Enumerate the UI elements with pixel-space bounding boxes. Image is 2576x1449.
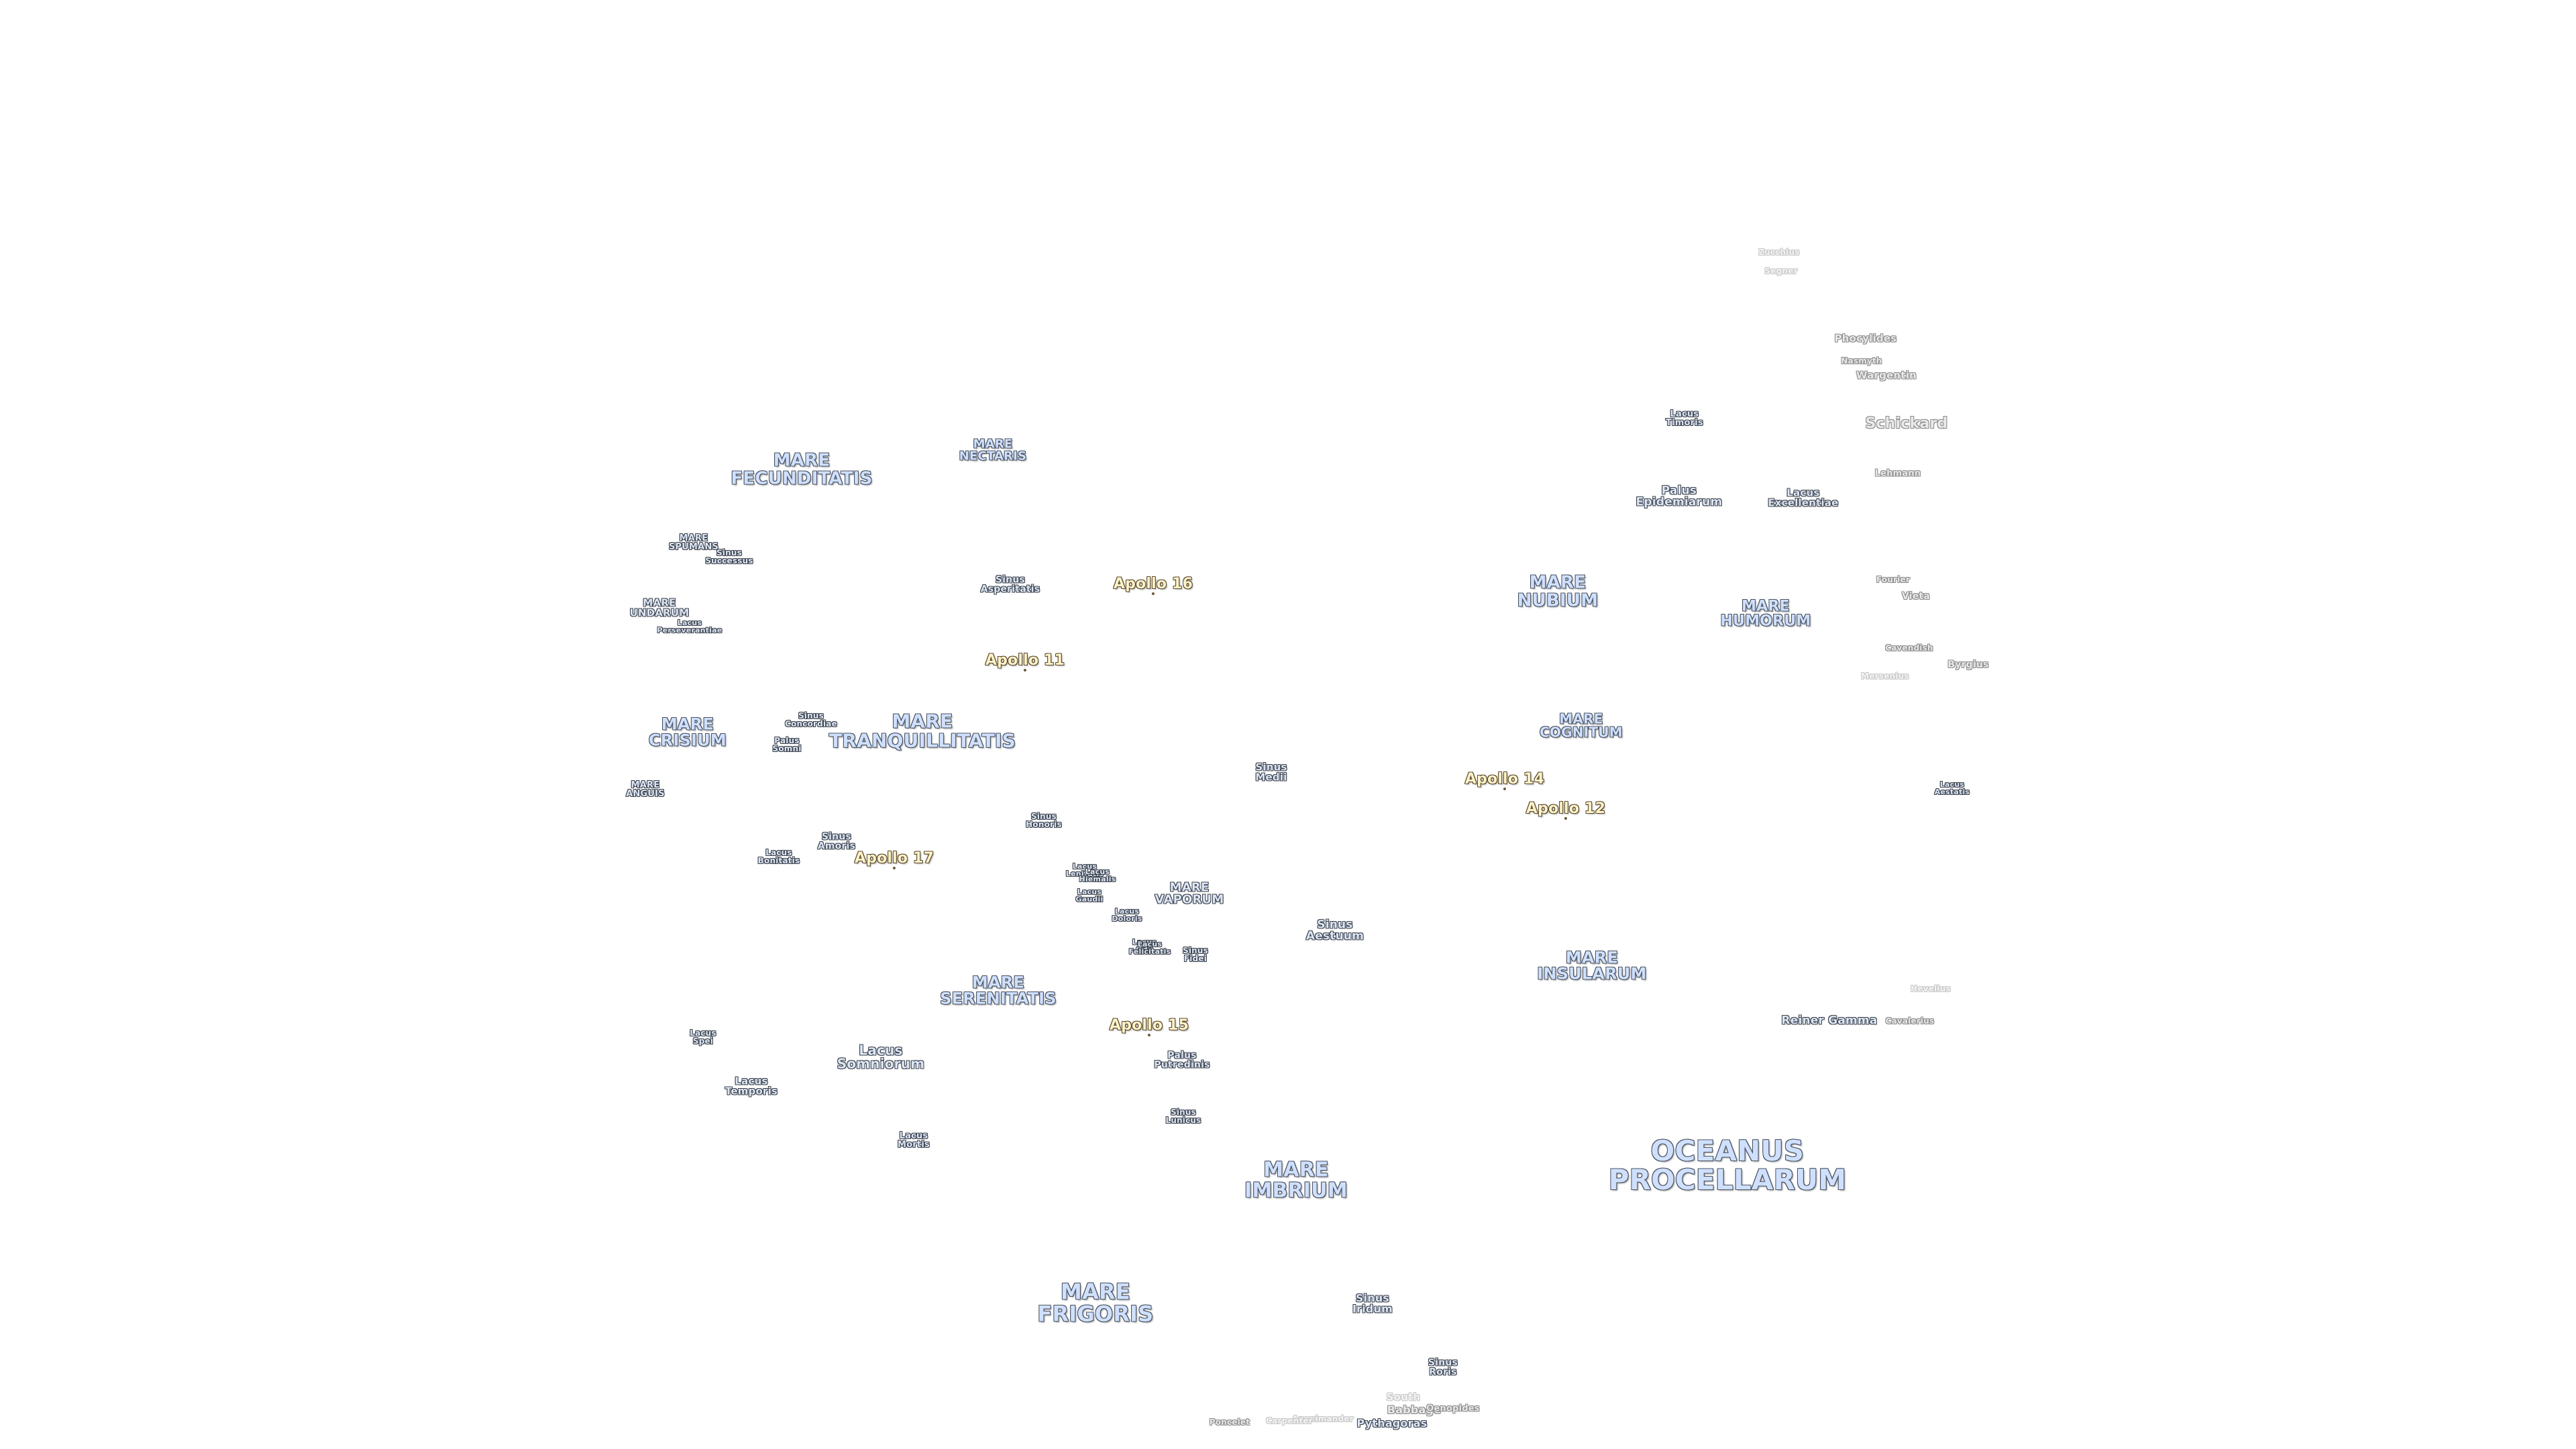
feature-label-lacus-spei: Lacus Spei [690,1028,716,1046]
feature-label-palus-epidemiarum: Palus Epidemiarum [1635,484,1723,509]
mare-label-mare-tranquillitatis: MARE TRANQUILLITATIS [829,710,1016,751]
apollo-site-marker-icon [1564,817,1567,820]
feature-label-sinus-successus: Sinus Successus [705,547,753,566]
mare-label-mare-vaporum: MARE VAPORUM [1155,880,1224,907]
feature-label-lacus-doloris: Lacus Doloris [1112,906,1142,923]
crater-label-wargentin: Wargentin [1856,369,1917,382]
feature-label-reiner-gamma: Reiner Gamma [1781,1014,1878,1028]
apollo-site-label-apollo-17: Apollo 17 [854,849,934,867]
feature-label-lacus-mortis: Lacus Mortis [898,1130,930,1150]
crater-label-cavalerius: Cavalerius [1885,1016,1935,1026]
crater-label-poncelet: Poncelet [1209,1417,1250,1427]
mare-label-oceanus-procellarum: OCEANUS PROCELLARUM [1608,1134,1847,1196]
feature-label-lacus-perseverantiae: Lacus Perseverantiae [657,618,722,635]
feature-label-lacus-timoris: Lacus Timoris [1666,409,1703,428]
mare-label-mare-imbrium: MARE IMBRIUM [1244,1158,1348,1202]
mare-label-mare-frigoris: MARE FRIGORIS [1037,1279,1154,1326]
feature-label-lacus-aestatis: Lacus Aestatis [1934,780,1970,796]
mare-label-mare-crisium: MARE CRISIUM [648,714,727,750]
feature-label-sinus-roris: Sinus Roris [1428,1357,1458,1378]
crater-label-oenopides: Oenopides [1426,1403,1480,1414]
feature-label-lacus-somniorum: Lacus Somniorum [837,1042,925,1072]
crater-label-babbage: Babbage [1387,1403,1442,1416]
crater-label-anaximander: Anaximander [1292,1413,1354,1424]
feature-label-lacus-temporis: Lacus Temporis [724,1075,778,1097]
feature-label-sinus-lunicus: Sinus Lunicus [1165,1107,1201,1125]
mare-label-mare-spumans: MARE SPUMANS [668,533,719,552]
apollo-site-marker-icon [1024,669,1026,672]
mare-label-mare-undarum: MARE UNDARUM [629,596,690,619]
feature-label-lacus-odii: Lacus Odii [1132,937,1157,954]
feature-label-palus-putredinis: Palus Putredinis [1154,1050,1210,1071]
feature-label-sinus-asperitatis: Sinus Asperitatis [980,574,1040,595]
mare-label-mare-fecunditatis: MARE FECUNDITATIS [731,450,873,488]
crater-label-cavendish: Cavendish [1885,643,1933,653]
feature-label-sinus-amoris: Sinus Amoris [817,831,856,852]
apollo-site-marker-icon [893,867,896,870]
crater-label-phocylides: Phocylides [1834,332,1897,345]
apollo-site-label-apollo-15: Apollo 15 [1109,1016,1189,1034]
crater-label-hevelius: Hevelius [1911,983,1951,994]
mare-label-mare-humorum: MARE HUMORUM [1720,598,1811,630]
feature-label-sinus-aestuum: Sinus Aestuum [1305,918,1364,943]
feature-label-lacus-felicitatis: Lacus Felicitatis [1128,939,1171,956]
feature-label-sinus-concordiae: Sinus Concordiae [785,710,837,729]
crater-label-fourier: Fourier [1876,574,1910,584]
feature-label-lacus-gaudii: Lacus Gaudii [1075,887,1104,904]
feature-label-lacus-excellentiae: Lacus Excellentiae [1768,486,1839,509]
mare-label-mare-nectaris: MARE NECTARIS [959,437,1027,464]
crater-label-vieta: Vieta [1901,590,1931,602]
apollo-site-label-apollo-12: Apollo 12 [1525,800,1606,817]
feature-label-sinus-iridum: Sinus Iridum [1352,1291,1393,1316]
crater-label-south: South [1386,1391,1421,1403]
feature-label-palus-somni: Palus Somni [772,735,802,753]
crater-label-byrgius: Byrgius [1947,659,1989,670]
feature-label-pythagoras: Pythagoras [1356,1416,1428,1430]
apollo-site-label-apollo-16: Apollo 16 [1113,575,1193,592]
crater-label-carpenter: Carpenter [1266,1415,1313,1426]
apollo-site-label-apollo-11: Apollo 11 [985,651,1065,669]
feature-label-lacus-hiemalis: Lacus Hiemalis [1079,867,1116,883]
mare-label-mare-nubium: MARE NUBIUM [1517,572,1599,610]
feature-label-sinus-fidei: Sinus Fidei [1183,945,1208,963]
apollo-site-marker-icon [1503,788,1506,791]
apollo-site-label-apollo-14: Apollo 14 [1464,770,1545,788]
mare-label-mare-anguis: MARE ANGUIS [626,780,665,799]
apollo-site-marker-icon [1152,592,1155,596]
feature-label-lacus-bonitatis: Lacus Bonitatis [757,847,800,865]
crater-label-segner: Segner [1764,266,1798,276]
mare-label-mare-serenitatis: MARE SERENITATIS [940,973,1057,1008]
apollo-site-marker-icon [1148,1034,1150,1037]
mare-label-mare-cognitum: MARE COGNITUM [1540,710,1623,741]
crater-label-schickard: Schickard [1865,415,1948,432]
crater-label-nasmyth: Nasmyth [1841,356,1882,366]
mare-label-mare-insularum: MARE INSULARUM [1537,948,1647,983]
feature-label-sinus-honoris: Sinus Honoris [1026,811,1062,829]
crater-label-mersenius: Mersenius [1861,671,1909,681]
crater-label-zucchius: Zucchius [1758,247,1800,257]
crater-label-lehmann: Lehmann [1874,468,1921,479]
feature-label-sinus-medii: Sinus Medii [1255,761,1287,784]
feature-label-lacus-lenitatis: Lacus Lenitatis [1065,861,1104,878]
